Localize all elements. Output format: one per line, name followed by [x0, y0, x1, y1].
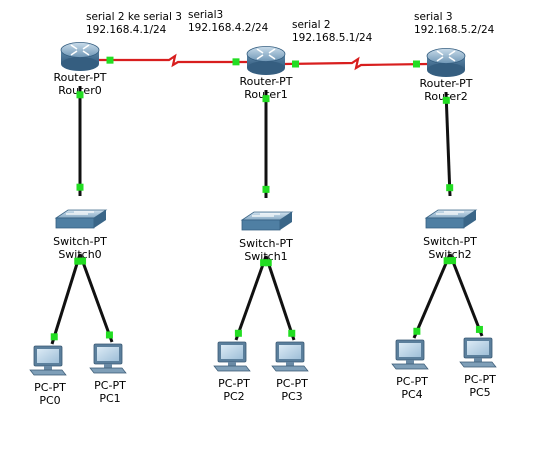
link-status-light: [79, 257, 87, 265]
link-status-light: [413, 327, 421, 335]
device-name-label: Switch1: [244, 250, 287, 263]
device-name-label: Router2: [424, 90, 467, 103]
device-name-label: PC4: [401, 388, 422, 401]
link-lights-layer: [50, 56, 483, 341]
switch-icon: [424, 209, 478, 229]
device-name-label: PC2: [223, 390, 244, 403]
link-status-light: [106, 56, 114, 64]
switch-icon: [54, 209, 108, 229]
router-icon: [246, 46, 286, 75]
device-name-label: Switch2: [428, 248, 471, 261]
device-type-label: PC-PT: [94, 379, 126, 392]
interface-name: serial3: [188, 9, 223, 21]
link-status-light: [76, 91, 84, 99]
device-name-label: PC5: [469, 386, 490, 399]
pc-icon: [29, 345, 67, 376]
interface-name: serial 2 ke serial 3: [86, 11, 182, 23]
device-name-label: PC3: [281, 390, 302, 403]
ethernet-link-r2-s2[interactable]: [444, 91, 452, 197]
links-layer: [50, 53, 484, 345]
serial-link-r0-r1[interactable]: [98, 53, 248, 68]
device-type-label: Switch-PT: [239, 237, 293, 250]
link-status-light: [105, 331, 113, 339]
link-status-light: [446, 184, 454, 192]
link-status-light: [412, 60, 420, 68]
ethernet-link-s2-pc4[interactable]: [412, 253, 452, 339]
link-status-light: [475, 325, 483, 333]
link-status-light: [292, 60, 300, 68]
device-type-label: Router-PT: [419, 77, 472, 90]
link-status-light: [76, 183, 84, 191]
devices-layer: Router-PTRouter0Router-PTRouter1Router-P…: [29, 42, 497, 407]
device-type-label: PC-PT: [218, 377, 250, 390]
link-status-light: [232, 58, 240, 66]
device-type-label: PC-PT: [276, 377, 308, 390]
router-icon: [60, 42, 100, 71]
pc-icon: [213, 341, 251, 372]
link-status-light: [442, 96, 450, 104]
link-status-light: [262, 185, 270, 193]
interface-name: serial 3: [414, 11, 453, 23]
interface-address: 192.168.5.2/24: [414, 24, 495, 36]
ethernet-link-s0-pc0[interactable]: [50, 253, 82, 345]
device-name-label: Switch0: [58, 248, 101, 261]
device-name-label: PC1: [99, 392, 120, 405]
device-type-label: PC-PT: [464, 373, 496, 386]
serial-link-r1-r2[interactable]: [283, 56, 429, 71]
device-type-label: PC-PT: [396, 375, 428, 388]
interface-address: 192.168.4.1/24: [86, 24, 167, 36]
router-icon: [426, 48, 466, 77]
device-type-label: Router-PT: [53, 71, 106, 84]
ethernet-link-s1-pc3[interactable]: [264, 255, 296, 341]
interface-name: serial 2: [292, 19, 331, 31]
device-type-label: Switch-PT: [423, 235, 477, 248]
link-status-light: [449, 257, 457, 265]
link-status-light: [74, 257, 82, 265]
interface-address: 192.168.5.1/24: [292, 32, 373, 44]
ethernet-link-s0-pc1[interactable]: [78, 253, 114, 343]
link-status-light: [262, 95, 270, 103]
link-status-light: [260, 259, 268, 267]
device-name-label: Router1: [244, 88, 287, 101]
pc-icon: [89, 343, 127, 374]
device-name-label: Router0: [58, 84, 101, 97]
link-status-light: [288, 329, 296, 337]
interface-address: 192.168.4.2/24: [188, 22, 269, 34]
pc-icon: [459, 337, 497, 368]
device-type-label: Router-PT: [239, 75, 292, 88]
switch-icon: [240, 211, 294, 231]
pc-icon: [391, 339, 429, 370]
ethernet-link-s2-pc5[interactable]: [448, 253, 484, 337]
interface-labels-layer: serial 2 ke serial 3192.168.4.1/24serial…: [84, 8, 512, 46]
ethernet-link-s1-pc2[interactable]: [234, 255, 268, 341]
link-status-light: [50, 333, 58, 341]
pc-icon: [271, 341, 309, 372]
device-type-label: PC-PT: [34, 381, 66, 394]
device-type-label: Switch-PT: [53, 235, 107, 248]
device-name-label: PC0: [39, 394, 60, 407]
link-status-light: [264, 259, 272, 267]
link-status-light: [234, 329, 242, 337]
link-status-light: [443, 257, 451, 265]
